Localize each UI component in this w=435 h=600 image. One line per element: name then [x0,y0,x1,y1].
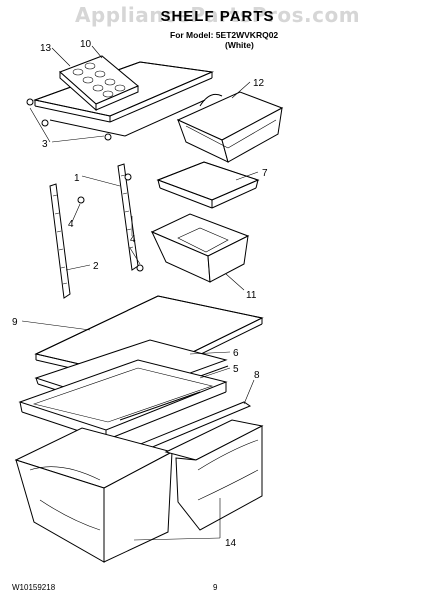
egg-tray [59,55,139,112]
callout-6: 6 [233,348,239,359]
storage-bin [176,91,284,163]
callout-14: 14 [225,538,237,549]
callout-11: 11 [246,290,257,301]
callout-5: 5 [233,364,239,375]
page-number: 9 [213,583,218,592]
callout-13: 13 [40,43,52,54]
small-wire-shelf [156,161,260,209]
callout-4-left: 4 [68,219,74,230]
callout-9: 9 [12,317,18,328]
screws [77,173,144,272]
callout-numbers: 13 10 12 3 7 1 4 4 2 11 9 6 5 8 14 [12,39,268,549]
callout-4-right: 4 [130,234,136,245]
page-title: SHELF PARTS [160,8,275,25]
callout-1: 1 [74,173,80,184]
crisper-cover-frame [18,359,228,441]
watermark: AppliancePartsPros.com [74,3,361,27]
callout-12: 12 [253,78,265,89]
callout-7: 7 [262,168,268,179]
callout-3: 3 [42,139,48,150]
deli-drawer [150,213,250,283]
crisper-drawer-right [164,419,264,531]
doc-number: W10159218 [12,583,56,592]
model-line: For Model: 5ET2WVKRQ02 [170,30,279,40]
callout-8: 8 [254,370,260,381]
callout-10: 10 [80,39,92,50]
crisper-drawer-left [14,427,174,563]
callout-2: 2 [93,261,99,272]
color-line: (White) [225,40,254,50]
left-shelf-ladder [49,183,71,299]
leader-lines [21,45,259,541]
